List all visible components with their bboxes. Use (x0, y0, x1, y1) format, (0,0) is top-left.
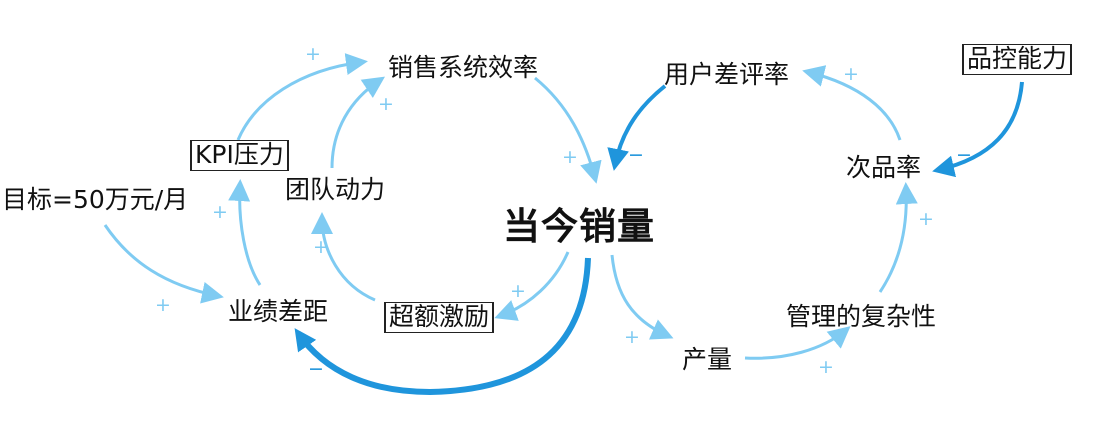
link-target-to-gap (103, 224, 224, 304)
node-management-complexity: 管理的复杂性 (786, 302, 937, 331)
sign-plus: + (212, 201, 228, 223)
sign-plus: + (378, 93, 394, 115)
link-sales-to-gap (294, 257, 591, 396)
link-review-to-sales (607, 84, 667, 171)
link-sales-to-output (610, 254, 674, 340)
sign-plus: + (918, 208, 934, 230)
sign-plus: + (155, 294, 171, 316)
link-incentive-to-team (311, 212, 376, 302)
sign-plus: + (313, 236, 329, 258)
link-defect-to-review (802, 65, 902, 141)
sign-plus: + (305, 43, 321, 65)
sign-plus: + (562, 146, 578, 168)
sign-plus: + (624, 326, 640, 348)
sign-minus: − (628, 144, 644, 166)
node-user-bad-review-rate: 用户差评率 (664, 60, 790, 89)
link-output-to-complexity (744, 326, 851, 360)
node-kpi-pressure: KPI压力 (190, 140, 289, 171)
link-quality-to-defect (932, 81, 1024, 178)
link-team-to-efficiency (330, 76, 385, 169)
node-quality-control: 品控能力 (962, 44, 1073, 75)
node-current-sales: 当今销量 (503, 205, 655, 248)
sign-plus: + (510, 280, 526, 302)
sign-plus: + (818, 356, 834, 378)
node-target: 目标=50万元/月 (2, 185, 189, 214)
link-efficiency-to-sales (534, 76, 602, 184)
link-complexity-to-defect (878, 182, 918, 293)
link-gap-to-kpi (228, 179, 262, 286)
link-kpi-to-efficiency (236, 53, 368, 141)
link-sales-to-incentive (494, 251, 570, 321)
node-excess-incentive: 超额激励 (384, 302, 495, 333)
sign-minus: − (308, 358, 324, 380)
node-team-motivation: 团队动力 (285, 175, 386, 204)
node-defect-rate: 次品率 (846, 153, 922, 182)
sign-minus: − (956, 144, 972, 166)
node-sales-efficiency: 销售系统效率 (388, 53, 539, 82)
sign-plus: + (843, 63, 859, 85)
node-performance-gap: 业绩差距 (228, 297, 329, 326)
node-output: 产量 (682, 345, 733, 374)
